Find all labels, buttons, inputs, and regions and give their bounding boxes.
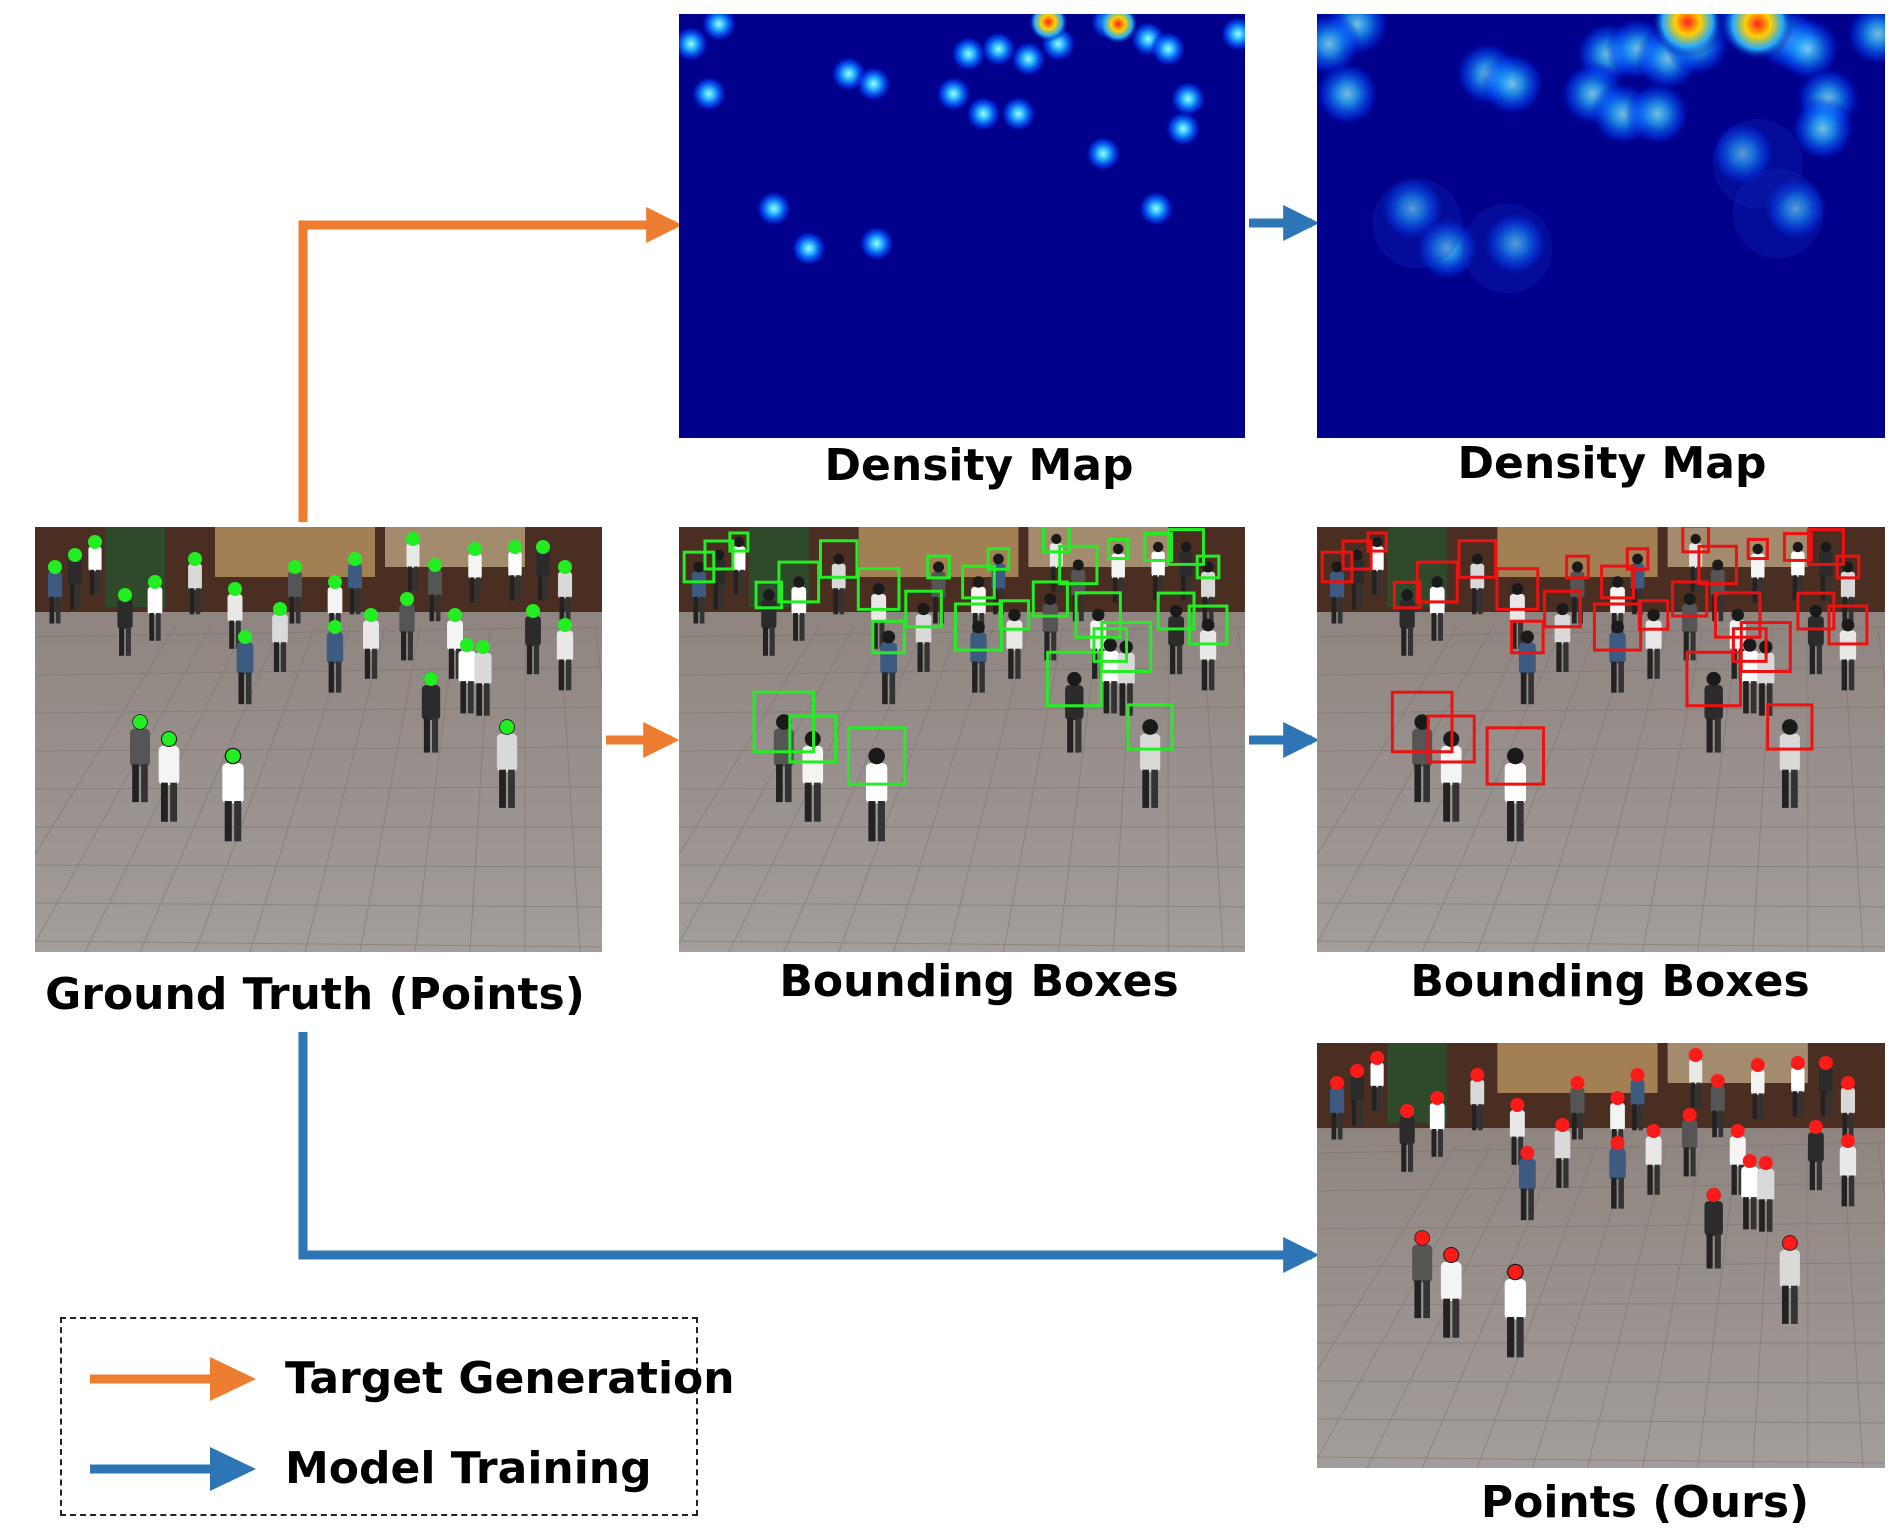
density-map-target-caption: Density Map bbox=[824, 440, 1134, 491]
bounding-boxes-target-image bbox=[679, 527, 1245, 952]
ground-truth-caption: Ground Truth (Points) bbox=[45, 969, 585, 1020]
legend-box: Target Generation Model Training bbox=[60, 1317, 735, 1516]
density-map-pred-caption: Density Map bbox=[1457, 438, 1767, 489]
points-ours-caption: Points (Ours) bbox=[1480, 1477, 1810, 1528]
legend-label-target-generation: Target Generation bbox=[285, 1353, 735, 1404]
legend-row-model-training: Model Training bbox=[62, 1439, 696, 1499]
density-map-pred-image bbox=[1317, 14, 1885, 438]
arrow-gt-to-points bbox=[298, 1032, 1320, 1273]
blue-arrow-icon bbox=[90, 1447, 256, 1491]
arrow-gt-to-density bbox=[298, 207, 683, 522]
points-ours-image bbox=[1317, 1043, 1885, 1468]
ground-truth-image bbox=[35, 527, 602, 952]
legend-row-target-generation: Target Generation bbox=[62, 1349, 735, 1409]
density-map-target-image bbox=[679, 14, 1245, 438]
legend-label-model-training: Model Training bbox=[285, 1443, 652, 1494]
bounding-boxes-pred-image bbox=[1317, 527, 1885, 952]
bounding-boxes-pred-caption: Bounding Boxes bbox=[1410, 956, 1810, 1007]
orange-arrow-icon bbox=[90, 1357, 256, 1401]
bounding-boxes-target-caption: Bounding Boxes bbox=[779, 956, 1179, 1007]
